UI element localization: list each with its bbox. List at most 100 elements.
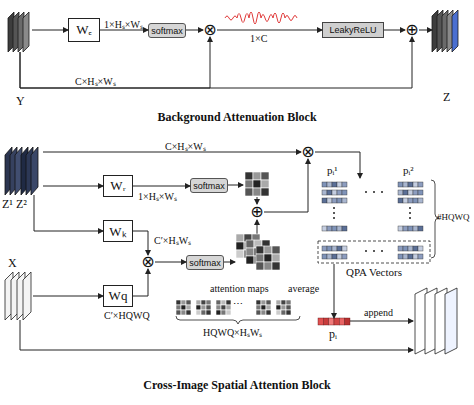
vector-cell	[398, 246, 403, 251]
grid-cell	[216, 310, 221, 315]
edge-label: C′×HQWQ	[104, 310, 150, 321]
vector-cell	[332, 182, 337, 187]
arrow-line	[228, 185, 243, 186]
vector-cell	[332, 226, 337, 231]
grid-cell	[256, 262, 264, 270]
vector-cell	[413, 246, 418, 251]
vector-cell	[342, 226, 347, 231]
node-text: ⊗	[141, 255, 154, 269]
vector-cell	[345, 318, 350, 325]
node-text: Wᵣ	[110, 178, 125, 194]
edge-label: C×Hₛ×Wₛ	[75, 74, 116, 88]
vector-cell	[329, 318, 334, 325]
feature-stack: Y	[8, 12, 32, 52]
grid-cell	[286, 310, 291, 315]
vector-cell	[327, 254, 332, 259]
feature-stack: Z¹Z²	[5, 147, 43, 195]
arrow-line	[257, 197, 258, 204]
vector-cell	[342, 182, 347, 187]
annotation: pᵢ¹	[327, 164, 338, 176]
vector-cell	[323, 318, 328, 325]
grid-cell	[276, 300, 281, 305]
edge-label: 1×Hₛ×Wₛ	[138, 189, 177, 203]
vector-cell	[334, 318, 339, 325]
grid-cell	[246, 256, 254, 264]
vector-cell	[337, 254, 342, 259]
connector-arrow	[155, 262, 186, 263]
grid-cell	[201, 300, 206, 305]
grid-cell	[216, 305, 221, 310]
vector-cell	[327, 182, 332, 187]
vector-cell	[339, 318, 344, 325]
connector-arrow	[133, 269, 148, 296]
vector-cell	[322, 254, 327, 259]
grid-cell	[236, 234, 244, 242]
annotation: pᵢ²	[403, 164, 414, 176]
grid-cell	[206, 300, 211, 305]
vector-cell	[332, 246, 337, 251]
vector-cell	[332, 254, 337, 259]
node-text: Wq	[109, 288, 128, 304]
annotation: ⋯	[233, 298, 243, 309]
node-label: Z¹	[2, 197, 13, 212]
ellipsis-dot	[333, 217, 335, 219]
arrow-line	[224, 262, 235, 263]
feature-plate	[31, 147, 38, 195]
grid-cell	[264, 246, 272, 254]
grid-cell	[264, 254, 272, 262]
grid-cell	[246, 248, 254, 256]
ellipsis-dot	[409, 217, 411, 219]
operator-circle: ⊗	[301, 145, 315, 159]
vector-cell	[408, 182, 413, 187]
vector-cell	[322, 190, 327, 195]
grid-cell	[253, 188, 261, 196]
grid-cell	[281, 310, 286, 315]
grid-cell	[226, 305, 231, 310]
vector-cell	[418, 254, 423, 259]
vector-cell	[398, 254, 403, 259]
connector-arrow	[34, 195, 103, 231]
vector-cell	[398, 182, 403, 187]
vector-cell	[337, 226, 342, 231]
vector-cell	[418, 182, 423, 187]
vector-cell	[413, 254, 418, 259]
vector-cell	[398, 190, 403, 195]
vector-cell	[413, 226, 418, 231]
connector-arrow	[334, 264, 335, 318]
grid-cell	[221, 300, 226, 305]
feature-plate	[452, 10, 458, 52]
node-label: pᵢ	[329, 327, 337, 342]
connector-arrow	[384, 30, 405, 31]
node-text: softmax	[151, 26, 183, 36]
grid-cell	[272, 254, 280, 262]
vector-cell	[337, 190, 342, 195]
operator-circle: ⊕	[405, 23, 419, 37]
append-arrow	[350, 321, 413, 322]
vector-cell	[327, 226, 332, 231]
connector-arrow	[264, 159, 308, 212]
edge-label: 1×C	[250, 33, 267, 44]
grid-cell	[272, 246, 280, 254]
ellipsis-dot	[365, 191, 367, 193]
edge-label: average	[288, 283, 319, 294]
vector-cell	[327, 246, 332, 251]
softmax-box: softmax	[186, 255, 224, 270]
grid-cell	[226, 310, 231, 315]
vector-cell	[322, 198, 327, 203]
grid-cell	[253, 180, 261, 188]
grid-cell	[256, 254, 264, 262]
shape-outline	[316, 178, 432, 264]
ellipsis-dot	[333, 212, 335, 214]
grid-cell	[176, 300, 181, 305]
vector-cell	[322, 246, 327, 251]
connector-arrow	[20, 37, 412, 88]
feature-stack: Z	[432, 10, 462, 52]
vector-cell	[403, 246, 408, 251]
vector-cell	[398, 198, 403, 203]
grid-cell	[256, 300, 261, 305]
ellipsis-dot	[381, 250, 383, 252]
vector-cell	[337, 198, 342, 203]
grid-cell	[245, 172, 253, 180]
grid-cell	[201, 305, 206, 310]
